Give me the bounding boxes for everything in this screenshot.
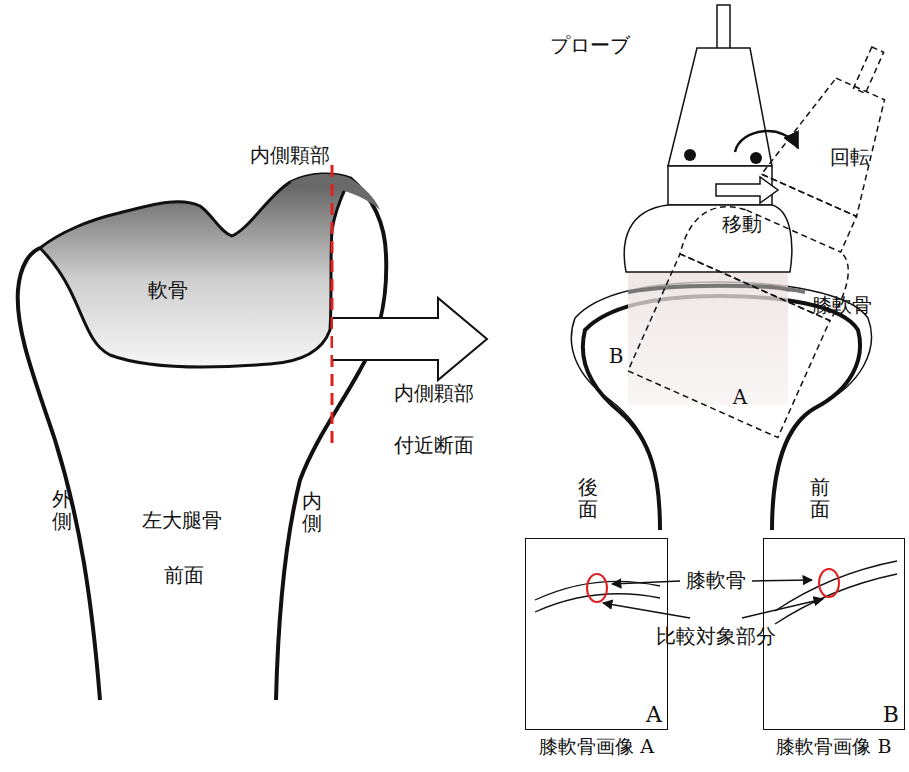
label: B [609,344,624,368]
image-letter: B [883,703,899,727]
label: 軟骨 [148,278,188,302]
image-letter: A [646,703,662,727]
label: 膝軟骨 [812,293,872,317]
rotation-arrow [735,131,798,152]
label: 比較対象部分 [656,624,776,648]
label: 後面 [578,476,598,520]
block-arrow [333,298,487,380]
label: 内側顆部 [394,381,474,405]
label: 内側顆部 [250,143,330,167]
image-box: B膝軟骨画像 B [763,538,905,730]
image-a-content [535,574,660,612]
label: プローブ [550,33,630,57]
image-caption: 膝軟骨画像 A [539,735,654,758]
probe-moved [626,9,909,438]
probe [624,5,792,272]
label: 内側 [302,490,322,534]
label: 移動 [722,212,762,236]
label: 付近断面 [394,433,474,457]
image-box: A膝軟骨画像 A [525,538,668,730]
label: 前面 [810,476,830,520]
image-b-content [775,561,897,624]
label: A [733,385,747,409]
image-caption: 膝軟骨画像 B [776,735,891,758]
femur-drawing [18,165,387,700]
label: 前面 [164,563,204,587]
label: 左大腿骨 [142,508,222,532]
move-arrow [716,177,778,203]
label: 外側 [52,488,72,532]
label: 回転 [830,145,870,169]
label: 膝軟骨 [686,568,746,592]
